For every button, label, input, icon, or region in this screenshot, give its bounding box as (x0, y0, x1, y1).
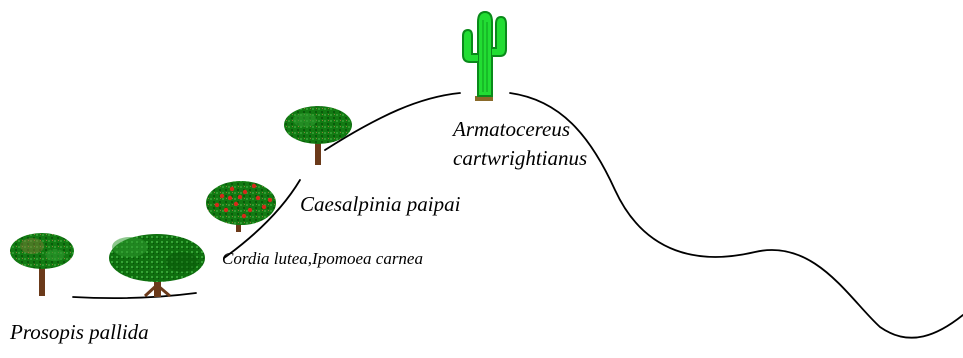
cordia-ipomoea-label: Cordia lutea,Ipomoea carnea (222, 248, 423, 270)
armatocereus-label-line2: cartwrightianus (453, 144, 587, 172)
armatocereus-label-line1: Armatocereus (453, 115, 570, 143)
prosopis-pallida-label: Prosopis pallida (10, 318, 149, 346)
caesalpinia-paipai-label: Caesalpinia paipai (300, 190, 460, 218)
prosopis-tree-icon (10, 233, 74, 296)
prosopis-large-tree-icon (109, 234, 205, 297)
cactus-icon (463, 12, 506, 101)
caesalpinia-tree-icon (284, 106, 352, 165)
